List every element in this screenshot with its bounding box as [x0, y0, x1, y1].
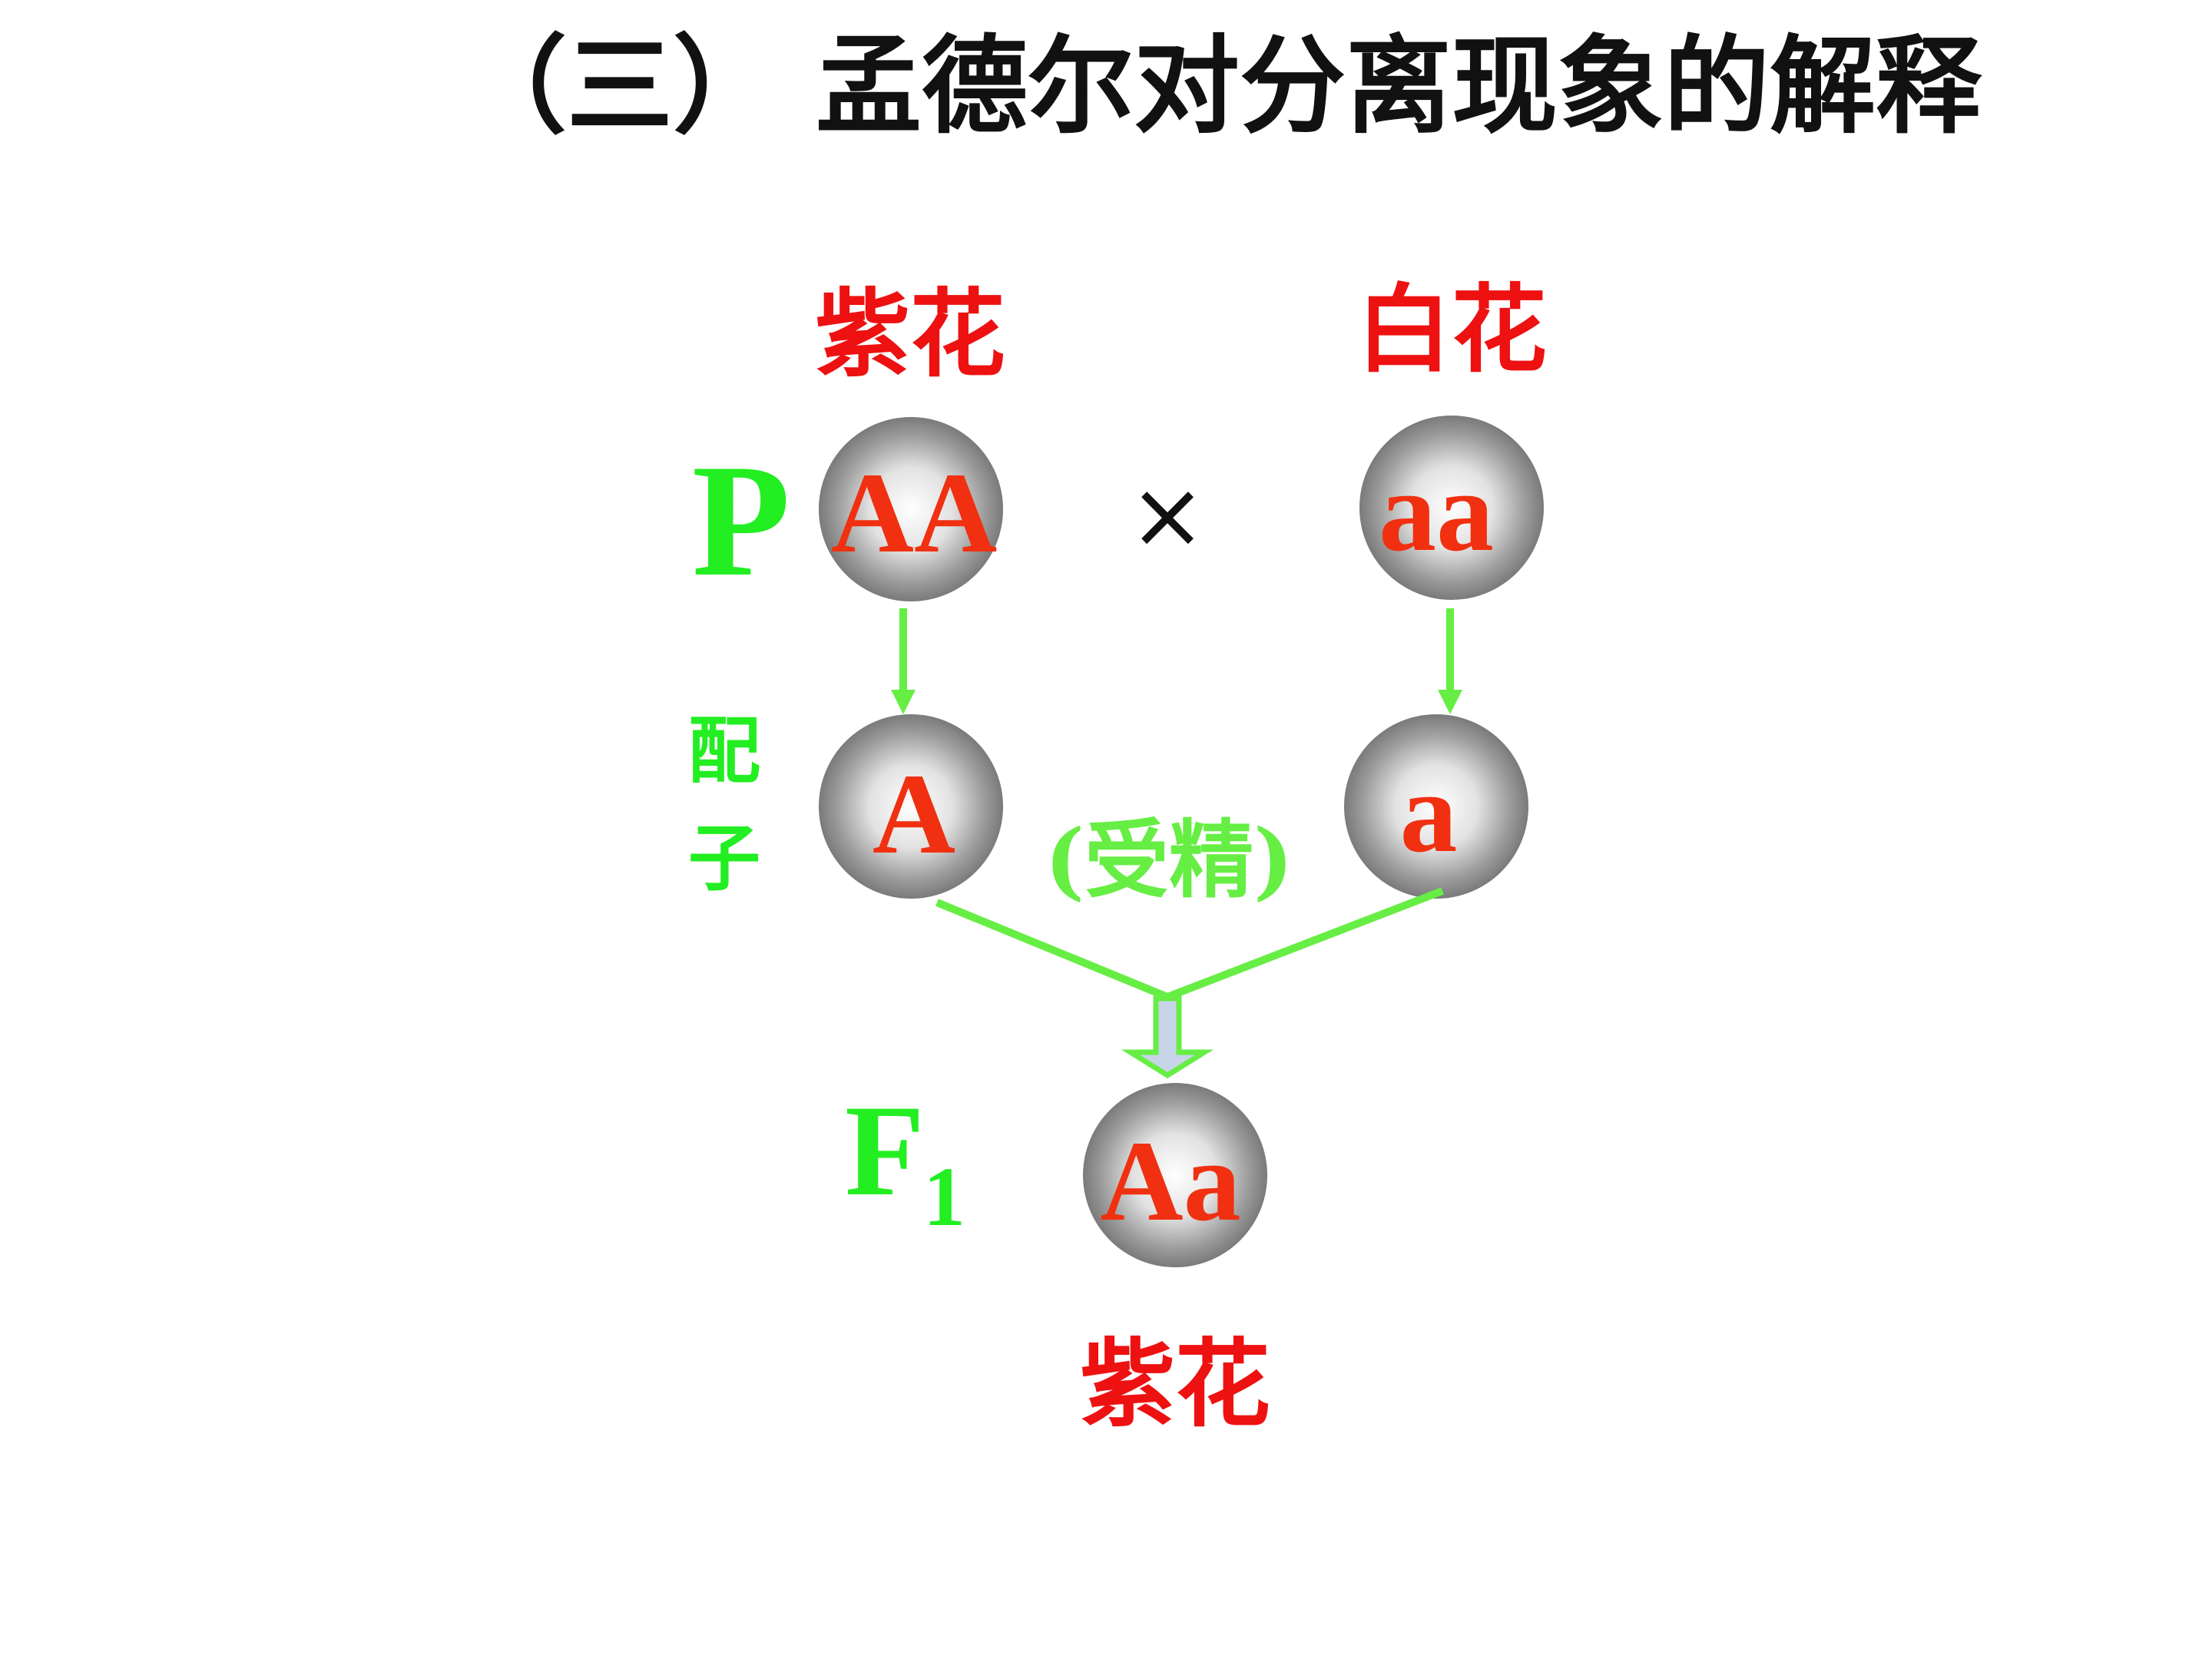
arrow-left-parent-to-gamete	[891, 608, 916, 714]
gamete-right-ball: a	[1344, 714, 1528, 899]
cross-symbol: ×	[1129, 462, 1207, 569]
page-title: （三） 孟德尔对分离现象的解释	[461, 25, 1982, 148]
gamete-label-line2: 子	[688, 816, 760, 901]
fertilization-block-arrow	[1121, 995, 1214, 1079]
arrow-right-parent-to-gamete	[1438, 608, 1462, 714]
gamete-left-ball: A	[819, 714, 1003, 899]
parent-left-phenotype: 紫花	[815, 279, 1005, 390]
parent-right-genotype: aa	[1379, 448, 1494, 575]
parent-right-phenotype: 白花	[1356, 274, 1547, 386]
generation-p-label: P	[692, 432, 790, 610]
offspring-ball: Aa	[1083, 1083, 1267, 1267]
gamete-label-line1: 配	[688, 709, 760, 793]
parent-right-ball: aa	[1359, 416, 1544, 600]
parent-left-ball: AA	[819, 417, 1003, 601]
generation-f-subscript: 1	[923, 1150, 965, 1243]
gamete-right-allele: a	[1400, 749, 1458, 876]
generation-f1-label: F 1	[845, 1078, 965, 1243]
generation-f-letter: F	[845, 1078, 925, 1223]
parent-left-genotype: AA	[831, 449, 998, 577]
fertilization-merge-lines	[935, 887, 1444, 1001]
gamete-left-allele: A	[873, 750, 955, 878]
fertilization-label: (受精)	[1045, 810, 1293, 909]
offspring-genotype: Aa	[1100, 1118, 1240, 1245]
offspring-phenotype: 紫花	[1080, 1329, 1270, 1440]
